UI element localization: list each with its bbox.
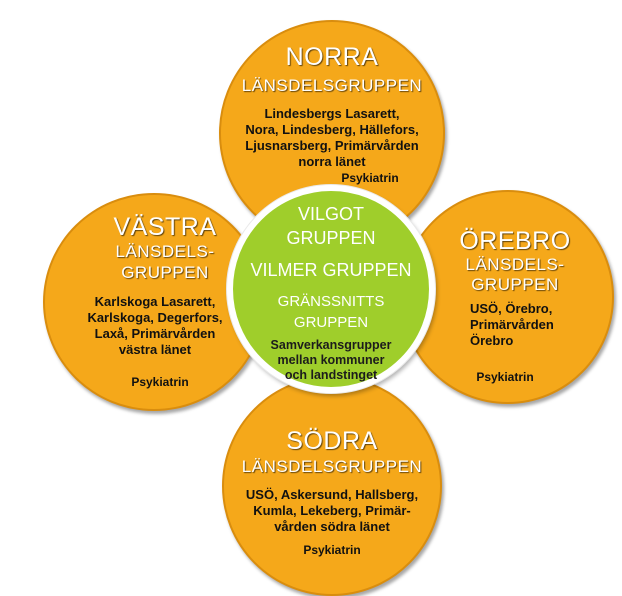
vastra-member-line: Karlskoga, Degerfors,	[87, 309, 223, 325]
sodra-member-line: vården södra länet	[274, 518, 390, 534]
orebro-member-line: Primärvården	[470, 316, 554, 332]
vastra-subtitle-1: LÄNSDELS-	[115, 242, 215, 261]
vilgot-gruppen-line-2: GRUPPEN	[286, 228, 376, 248]
samverkan-line: Samverkansgrupper	[270, 338, 392, 352]
granssnitts-gruppen-line-1: GRÄNSSNITTS	[277, 293, 385, 310]
sodra-psykiatrin: Psykiatrin	[303, 543, 361, 557]
vastra-title: VÄSTRA	[113, 213, 217, 241]
vastra-members: Karlskoga Lasarett, Karlskoga, Degerfors…	[60, 294, 250, 357]
samverkan-line: och landstinget	[284, 368, 378, 382]
sodra-member-line: Kumla, Lekeberg, Primär-	[253, 502, 411, 518]
vastra-member-line: Laxå, Primärvården	[94, 325, 216, 341]
orebro-psykiatrin: Psykiatrin	[476, 370, 534, 384]
vastra-subtitle-2: GRUPPEN	[121, 263, 209, 282]
orebro-subtitle-1: LÄNSDELS-	[465, 255, 565, 274]
samverkansgrupper: Samverkansgrupper mellan kommuner och la…	[232, 338, 430, 383]
orebro-members: USÖ, Örebro, Primärvården Örebro	[470, 301, 590, 349]
vastra-member-line: Karlskoga Lasarett,	[94, 294, 216, 309]
granssnitts-gruppen-line-2: GRUPPEN	[293, 314, 369, 331]
norra-member-line: Nora, Lindesberg, Hällefors,	[245, 121, 419, 137]
vastra-member-line: västra länet	[118, 341, 192, 357]
norra-title: NORRA	[285, 43, 379, 71]
sodra-circle	[222, 376, 442, 596]
norra-subtitle: LÄNSDELSGRUPPEN	[241, 76, 423, 95]
orebro-subtitle-2: GRUPPEN	[471, 275, 559, 294]
norra-psykiatrin: Psykiatrin	[341, 171, 399, 185]
sodra-subtitle: LÄNSDELSGRUPPEN	[241, 457, 423, 476]
sodra-title: SÖDRA	[286, 427, 378, 455]
orebro-title: ÖREBRO	[459, 227, 571, 255]
samverkan-line: mellan kommuner	[277, 353, 385, 367]
orebro-member-line: Örebro	[470, 332, 514, 348]
norra-members: Lindesbergs Lasarett, Nora, Lindesberg, …	[219, 106, 445, 169]
sodra-member-line: USÖ, Askersund, Hallsberg,	[245, 487, 419, 502]
center-circle	[227, 185, 435, 393]
vilmer-gruppen: VILMER GRUPPEN	[250, 260, 412, 280]
vastra-psykiatrin: Psykiatrin	[131, 375, 189, 389]
vilgot-gruppen-line-1: VILGOT	[297, 204, 364, 224]
orebro-member-line: USÖ, Örebro,	[470, 301, 553, 316]
norra-member-line: Ljusnarsberg, Primärvården	[245, 137, 419, 153]
sodra-members: USÖ, Askersund, Hallsberg, Kumla, Lekebe…	[222, 487, 442, 535]
norra-member-line: norra länet	[298, 153, 366, 169]
norra-member-line: Lindesbergs Lasarett,	[264, 106, 400, 121]
orebro-circle	[401, 190, 614, 404]
